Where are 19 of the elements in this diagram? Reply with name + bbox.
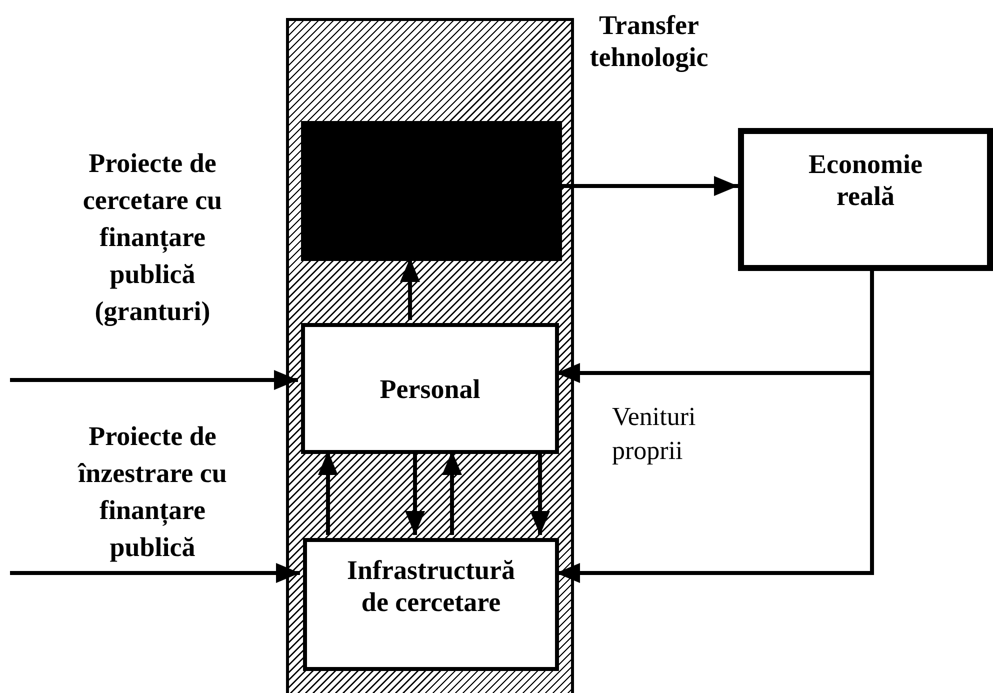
process-box xyxy=(738,128,993,271)
arrow xyxy=(400,258,420,320)
arrow xyxy=(10,563,300,583)
arrow xyxy=(405,451,425,535)
input-label: Proiecte de înzestrare cu finanțare publică xyxy=(76,420,228,564)
box-label: Infrastructură de cercetare xyxy=(346,554,516,618)
process-box xyxy=(303,538,559,671)
process-box xyxy=(301,323,559,454)
input-label: Proiecte de cercetare cu finanțare publică (granturi) xyxy=(82,147,224,328)
filled-box xyxy=(301,121,562,261)
arrow xyxy=(530,451,550,535)
arrow xyxy=(442,451,462,535)
box-label: Personal xyxy=(380,372,480,404)
arrow xyxy=(318,451,338,535)
column-heading: Transfer tehnologic xyxy=(589,9,709,73)
arrow xyxy=(559,176,738,196)
flow-label: Venituri proprii xyxy=(612,401,697,467)
arrow xyxy=(10,370,298,390)
box-label: Economie reală xyxy=(808,148,924,212)
